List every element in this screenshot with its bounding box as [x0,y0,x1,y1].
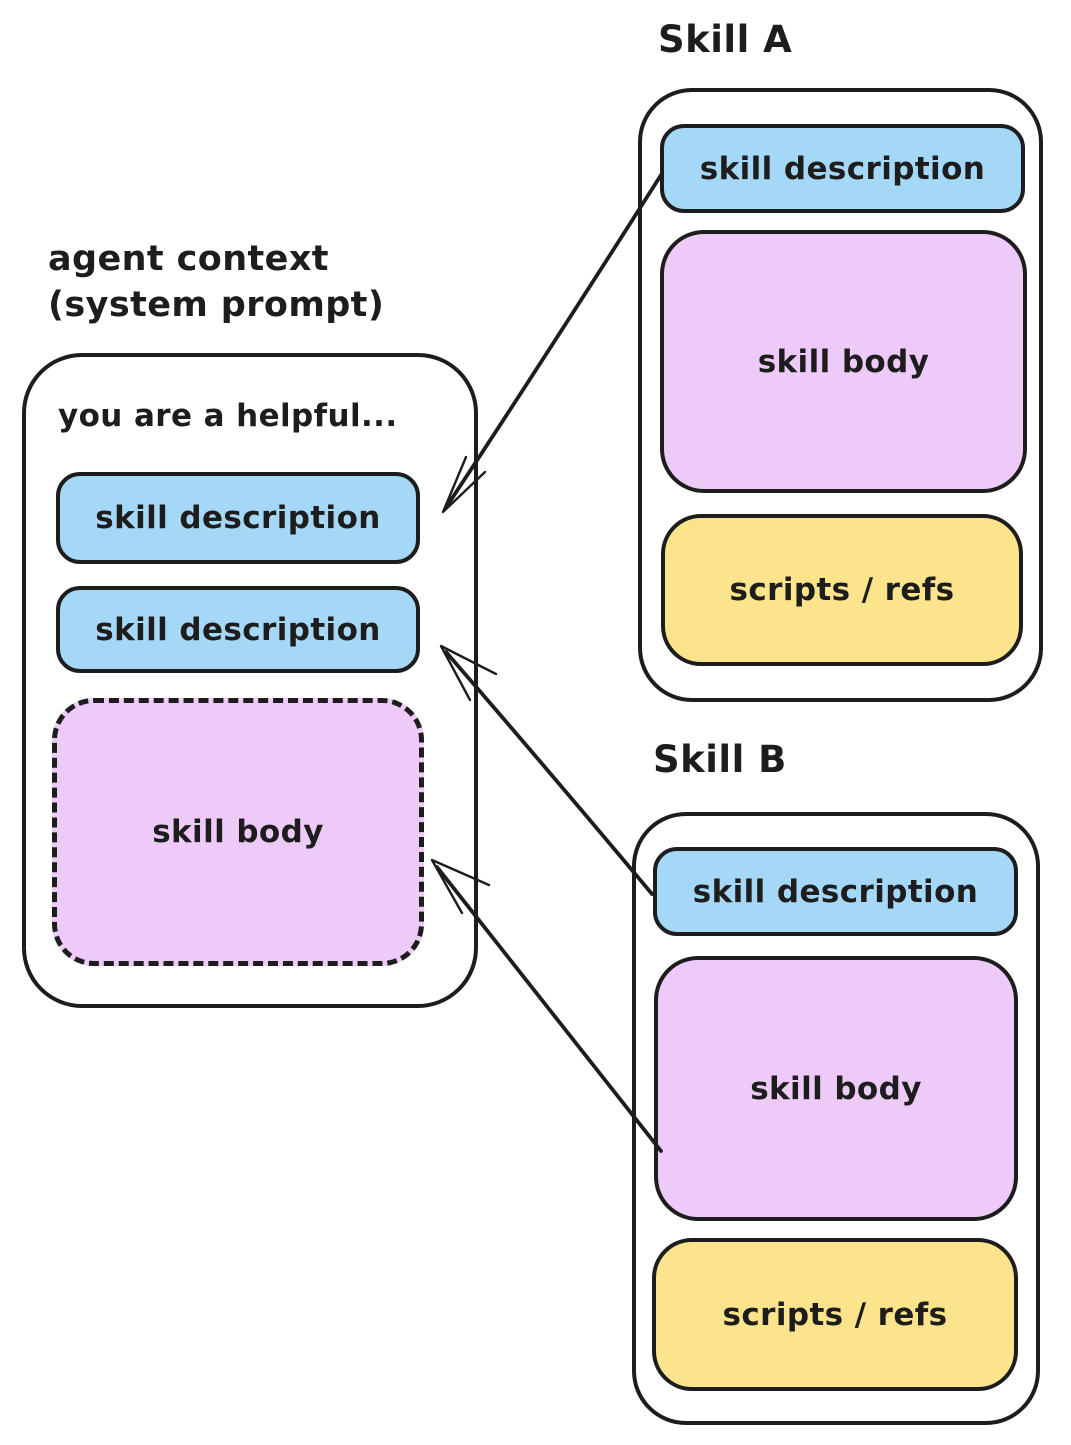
agent-context-title-line1: agent context [48,239,329,279]
context-skill-description-2: skill description [56,586,420,673]
skill-a-scripts-box: scripts / refs [661,514,1023,666]
skill-a-description-box: skill description [660,124,1025,213]
skill-b-scripts-box: scripts / refs [652,1238,1018,1391]
agent-context-title: agent context (system prompt) [48,236,384,328]
skill-b-description-box: skill description [653,847,1018,936]
agent-context-title-line2: (system prompt) [48,285,385,326]
skill-a-title: Skill A [658,18,793,61]
context-skill-body-dashed: skill body [52,698,424,966]
skill-b-title: Skill B [653,738,787,781]
system-prompt-intro: you are a helpful... [58,398,398,434]
skill-b-body-box: skill body [654,956,1018,1221]
skill-a-body-box: skill body [660,230,1027,493]
context-skill-description-1: skill description [56,472,420,564]
